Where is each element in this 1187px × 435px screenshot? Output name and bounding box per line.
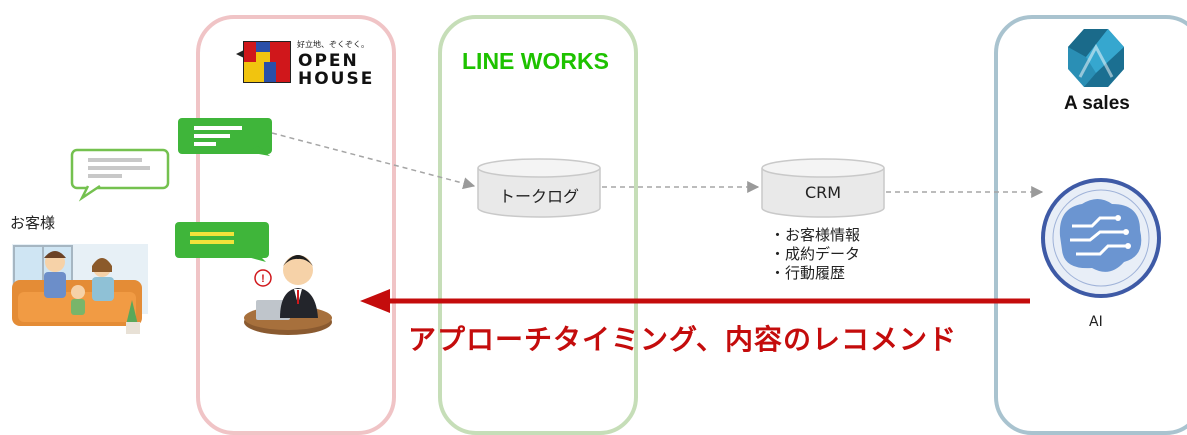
- crm-label: CRM: [804, 183, 842, 202]
- line-works-logo: LINE WORKS: [462, 48, 609, 74]
- talk-log-label: トークログ: [498, 187, 579, 206]
- ai-brain-icon: [1041, 178, 1161, 298]
- crm-item-customer-info: ・お客様情報: [770, 226, 861, 244]
- open-house-word-open: OPEN: [298, 51, 359, 71]
- staff-chat-bubble-icon: [178, 118, 272, 156]
- talk-log-database-icon: [477, 158, 601, 218]
- crm-item-contract-data: ・成約データ: [770, 245, 861, 263]
- recommendation-arrow: [360, 289, 1030, 313]
- a-sales-label: A sales: [1064, 93, 1130, 114]
- open-house-logo: [234, 36, 364, 88]
- a-sales-icon: [1068, 29, 1124, 87]
- arrow-bubble-to-talklog: [271, 132, 476, 190]
- recommendation-chat-bubble-icon: [175, 222, 269, 262]
- open-house-tagline: 好立地、ぞくぞく。: [297, 40, 369, 49]
- open-house-word-house: HOUSE: [298, 69, 375, 89]
- svg-text:!: !: [261, 273, 265, 285]
- customer-family-illustration: [12, 244, 148, 334]
- ai-label: AI: [1089, 314, 1103, 330]
- diagram-canvas: !: [12, 118, 1161, 335]
- sales-staff-illustration: !: [244, 255, 332, 335]
- crm-database-icon: [761, 158, 885, 218]
- crm-item-behavior-history: ・行動履歴: [770, 264, 846, 282]
- customer-chat-bubble-icon: [70, 148, 170, 202]
- customer-label: お客様: [10, 214, 56, 232]
- recommendation-text: アプローチタイミング、内容のレコメンド: [408, 323, 958, 356]
- crm-data-list: ・お客様情報 ・成約データ ・行動履歴: [770, 226, 860, 283]
